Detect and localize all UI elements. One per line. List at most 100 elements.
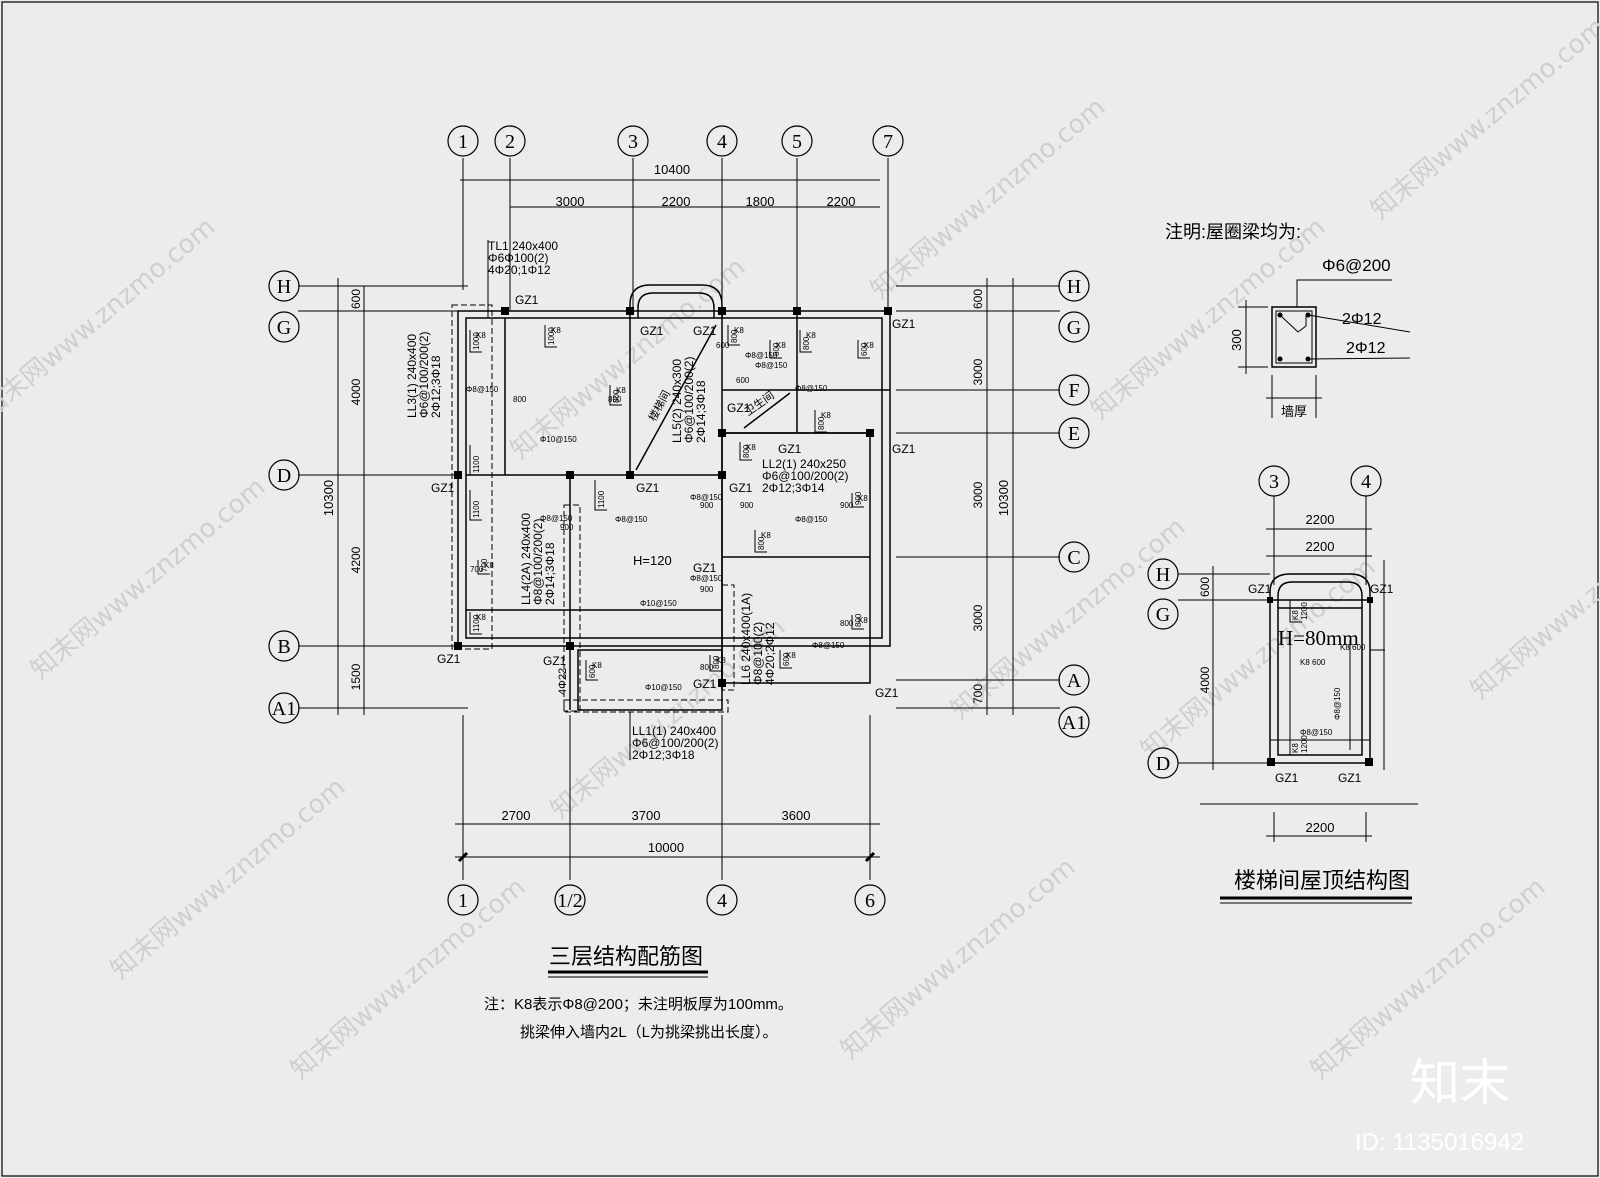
rebar-label: K8 — [806, 331, 816, 340]
rebar-spec: Φ8@150 — [1333, 687, 1342, 720]
rebar-label: K8 — [858, 494, 868, 503]
axis-label: A1 — [1062, 712, 1086, 734]
ll4-line1: LL4(2A) 240x400 — [519, 513, 533, 605]
left-dim-1: 600 — [349, 289, 363, 309]
beam-ll1: LL1(1) 240x400 Φ6@100/200(2) 2Φ12;3Φ18 — [629, 712, 718, 762]
tl1-line2: Φ6Φ100(2) — [488, 251, 549, 265]
top-axis-5: 5 — [781, 125, 813, 157]
axis-label: G — [277, 317, 291, 339]
ll1-line3: 2Φ12;3Φ18 — [632, 748, 695, 762]
rebar-length: 1000 — [547, 327, 556, 345]
axis-label: 5 — [792, 131, 802, 153]
bottom-dim-1: 2700 — [502, 808, 531, 823]
ll4-line2: Φ8@100/200(2) — [531, 519, 545, 605]
axis-label: D — [1156, 753, 1170, 775]
rebar-length: 900 — [740, 501, 754, 510]
rebar-length: 1100 — [472, 614, 481, 632]
top-total-dim: 10400 — [654, 162, 690, 177]
watermark-text: 知末网www.znzmo.com — [25, 472, 271, 685]
brand-logo: 知末 — [1410, 1054, 1510, 1112]
stair-dim-left-1: 600 — [1198, 577, 1212, 597]
gz-label: GZ1 — [640, 324, 664, 338]
axis-label: E — [1068, 423, 1080, 445]
rebar-length: 800 — [612, 389, 621, 403]
plan-note-1: 注：K8表示Φ8@200；未注明板厚为100mm。 — [484, 995, 793, 1013]
rebar-hook: 1100 — [594, 480, 607, 511]
rebar-hook: 1100 — [469, 490, 482, 521]
gz-label: GZ1 — [1338, 771, 1362, 785]
rebar-length: 800 — [802, 336, 811, 350]
axis-label: 1/2 — [557, 890, 583, 912]
axis-label: C — [1067, 547, 1080, 569]
rebar-spec: Φ8@150 — [795, 515, 828, 524]
rebar-length: 800 — [840, 619, 854, 628]
rebar-label: K8 — [592, 661, 602, 670]
gz-column — [718, 679, 726, 687]
rebar-length: 1100 — [472, 455, 481, 473]
axis-label: H — [277, 276, 291, 298]
bottom-dim-2: 3700 — [632, 808, 661, 823]
gz-label: GZ1 — [515, 293, 539, 307]
beam-ll6: LL6 240x400(1A) Φ8@100(2) 4Φ20;2Φ12 — [739, 593, 777, 685]
rebar-label: K8 — [1291, 743, 1300, 753]
axis-label: H — [1067, 276, 1081, 298]
rebar-label: K8 — [616, 386, 626, 395]
axis-label: A — [1067, 670, 1082, 692]
ll2-line1: LL2(1) 240x250 — [762, 457, 846, 471]
gz-label: GZ1 — [778, 442, 802, 456]
rebar-spec: Φ10@150 — [640, 599, 677, 608]
gz-column — [501, 307, 509, 315]
axis-label: G — [1156, 604, 1170, 626]
gz-column — [566, 642, 574, 650]
left-dim-2: 4000 — [349, 378, 363, 405]
bottom-axis-3: 4 — [706, 884, 738, 916]
gz-column — [626, 471, 634, 479]
rebar-length: 1000 — [472, 332, 481, 350]
right-axis-2: G — [1058, 311, 1090, 343]
rebar-length: 700 — [480, 558, 489, 572]
gz-column — [718, 471, 726, 479]
rebar-length: 1200 — [1300, 735, 1309, 753]
axis-label: 4 — [717, 131, 727, 153]
gz-column — [793, 307, 801, 315]
axis-label: 1 — [458, 131, 468, 153]
bottom-axis-4: 6 — [854, 884, 886, 916]
gz-column — [454, 642, 462, 650]
ll5-line3: 2Φ14;3Φ18 — [694, 380, 708, 443]
watermark-text: 知末网www.znzmo.com — [1365, 12, 1600, 225]
rebar-spec: Φ8@150 — [690, 574, 723, 583]
rebar-label: K8 600 — [1340, 643, 1366, 652]
bottom-axis-1: 1 — [447, 884, 479, 916]
rebar-label: K8 — [858, 616, 868, 625]
left-axis-4: B — [268, 630, 300, 662]
stirrup-outline — [1275, 310, 1313, 364]
stair-axis-left-3: D — [1147, 747, 1179, 779]
right-axis-7: A1 — [1058, 706, 1090, 738]
rebar-label: K8 — [476, 613, 486, 622]
stair-dim-left-2: 4000 — [1198, 666, 1212, 693]
bottom-dim-3: 3600 — [782, 808, 811, 823]
top-axis-4: 4 — [706, 125, 738, 157]
gz-column — [718, 429, 726, 437]
stair-axis-left-1: H — [1147, 558, 1179, 590]
rebar-length: 800 — [742, 444, 751, 458]
stair-dim-top-2: 2200 — [1306, 539, 1335, 554]
ll6-line1: LL6 240x400(1A) — [739, 593, 753, 685]
rebar-label: K8 — [821, 411, 831, 420]
beam-ll4: LL4(2A) 240x400 Φ8@100/200(2) 2Φ14;3Φ18 — [519, 513, 557, 605]
gz-column — [454, 471, 462, 479]
axis-label: G — [1067, 317, 1081, 339]
stair-room-label: 楼梯间 — [645, 388, 673, 424]
ll4-line3: 2Φ14;3Φ18 — [543, 542, 557, 605]
rebar-spec: Φ8@150 — [690, 493, 723, 502]
left-axis-3: D — [268, 459, 300, 491]
